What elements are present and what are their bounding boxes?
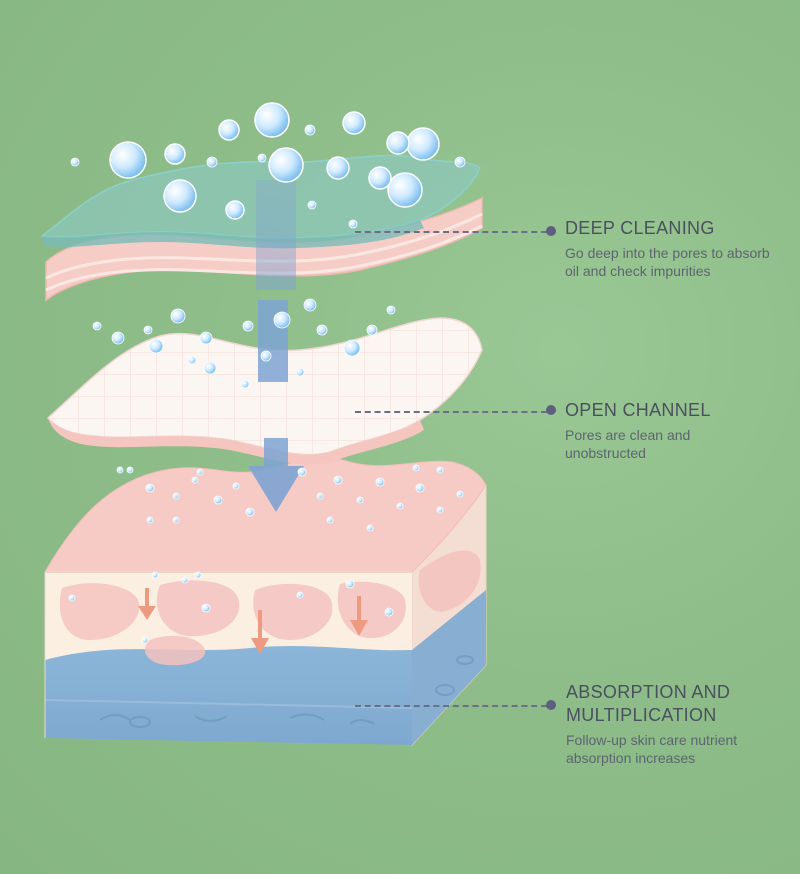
bubble-icon (151, 571, 159, 579)
bubble-icon (242, 320, 254, 332)
bubble-icon (326, 156, 350, 180)
bubble-icon (92, 321, 102, 331)
bubble-icon (366, 324, 378, 336)
skin-block (44, 457, 487, 747)
bubble-icon (454, 156, 466, 168)
bubble-icon (170, 308, 186, 324)
bubble-icon (254, 102, 290, 138)
bubble-icon (386, 305, 396, 315)
bubble-icon (163, 179, 197, 213)
leader-dot-open-channel (546, 405, 556, 415)
bubble-icon (257, 153, 267, 163)
bubble-icon (196, 468, 204, 476)
leader-line-open-channel (355, 411, 547, 413)
bubble-icon (356, 496, 364, 504)
bubble-icon (348, 219, 358, 229)
bubble-icon (436, 466, 444, 474)
leader-line-absorption (355, 705, 547, 707)
bubble-icon (415, 483, 425, 493)
bubble-icon (172, 516, 180, 524)
bubble-icon (68, 594, 76, 602)
bubble-icon (345, 579, 355, 589)
bubble-icon (145, 483, 155, 493)
leader-dot-deep-cleaning (546, 226, 556, 236)
bubble-icon (191, 476, 199, 484)
bubble-icon (384, 607, 394, 617)
bubble-icon (375, 477, 385, 487)
callout-title: ABSORPTION AND MULTIPLICATION (566, 682, 731, 725)
bubble-icon (111, 331, 125, 345)
bubble-icon (436, 506, 444, 514)
bubble-icon (295, 367, 305, 377)
bubble-icon (316, 492, 324, 500)
flow-arrow-icon (248, 180, 304, 512)
bubble-icon (396, 502, 404, 510)
bubble-icon (141, 636, 149, 644)
callout-deep-cleaning: DEEP CLEANING Go deep into the pores to … (565, 217, 800, 280)
leader-dot-absorption (546, 700, 556, 710)
bubble-icon (199, 331, 213, 345)
callout-open-channel: OPEN CHANNEL Pores are clean and unobstr… (565, 399, 795, 462)
bubble-icon (213, 495, 223, 505)
bubble-icon (164, 143, 186, 165)
bubble-icon (343, 339, 361, 357)
bubble-icon (296, 591, 304, 599)
bubble-icon (342, 111, 366, 135)
callout-description: Pores are clean and unobstructed (565, 427, 691, 461)
bubble-icon (316, 324, 328, 336)
bubble-icon (203, 361, 217, 375)
callout-title: OPEN CHANNEL (565, 400, 711, 420)
bubble-icon (126, 466, 134, 474)
bubble-icon (148, 338, 164, 354)
bubble-icon (109, 141, 147, 179)
bubble-icon (333, 475, 343, 485)
bubble-icon (70, 157, 80, 167)
bubble-icon (387, 172, 423, 208)
bubble-icon (273, 311, 291, 329)
bubble-icon (172, 492, 180, 500)
bubble-icon (386, 131, 410, 155)
bubble-icon (181, 576, 189, 584)
bubble-icon (456, 490, 464, 498)
leader-line-deep-cleaning (355, 231, 547, 233)
bubble-icon (232, 482, 240, 490)
bubble-icon (366, 524, 374, 532)
bubble-icon (240, 379, 250, 389)
bubble-icon (187, 355, 197, 365)
dermis-texture (99, 655, 474, 728)
bubble-icon (194, 571, 202, 579)
bubble-icon (146, 516, 154, 524)
bubble-icon (326, 516, 334, 524)
bubble-icon (307, 200, 317, 210)
bubble-icon (412, 464, 420, 472)
bubble-icon (218, 119, 240, 141)
bubble-icon (304, 124, 316, 136)
nutrient-arrow-icon (138, 588, 368, 654)
bubble-icon (206, 156, 218, 168)
bubble-icon (201, 603, 211, 613)
bubble-icon (225, 200, 245, 220)
bubble-icon (268, 147, 304, 183)
bubble-icon (303, 298, 317, 312)
callout-absorption: ABSORPTION AND MULTIPLICATION Follow-up … (566, 681, 796, 767)
bubble-icon (245, 507, 255, 517)
callout-title: DEEP CLEANING (565, 218, 715, 238)
bubble-icon (116, 466, 124, 474)
callout-description: Follow-up skin care nutrient absorption … (566, 732, 738, 766)
bubble-icon (260, 350, 272, 362)
callout-description: Go deep into the pores to absorb oil and… (565, 245, 770, 279)
bubble-icon (406, 127, 440, 161)
bubble-icon (368, 166, 392, 190)
bubble-icon (68, 102, 466, 644)
bubble-icon (143, 325, 153, 335)
bubble-icon (297, 467, 307, 477)
